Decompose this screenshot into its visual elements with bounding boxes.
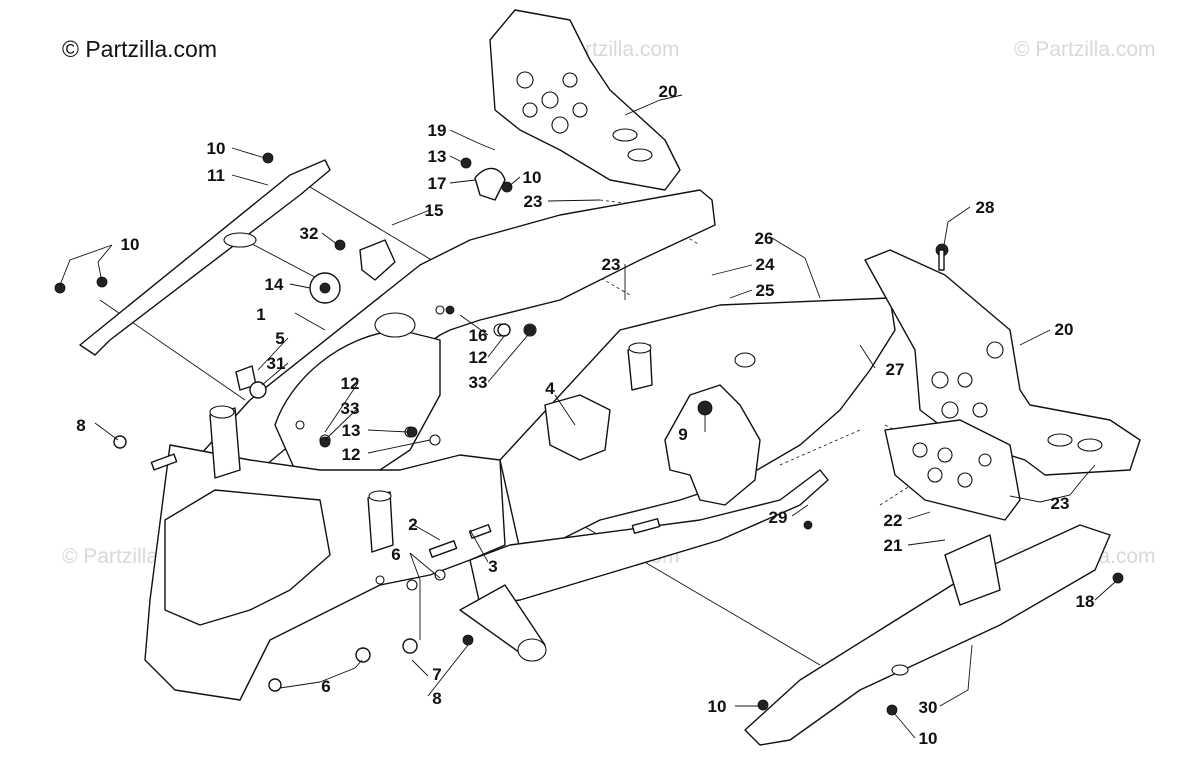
callout-8a: 8 [76,416,85,435]
callout-3: 3 [488,557,497,576]
callout-28: 28 [976,198,995,217]
callout-26: 26 [755,229,774,248]
leader-lines [59,94,1116,739]
watermark: © Partzilla.com [1014,38,1156,61]
callout-33a: 33 [341,399,360,418]
callout-5: 5 [275,329,284,348]
callout-8b: 8 [432,689,441,708]
callout-17: 17 [428,174,447,193]
callouts: 1 2 3 4 5 6 6 7 8 8 9 10 10 10 10 10 11 … [76,82,1094,748]
callout-7: 7 [432,665,441,684]
callout-30: 30 [919,698,938,717]
callout-10c: 10 [523,168,542,187]
callout-20a: 20 [659,82,678,101]
footrest-right [864,249,1141,476]
callout-1: 1 [256,305,265,324]
cable-plate [544,394,611,461]
callout-18: 18 [1076,592,1095,611]
callout-29: 29 [769,508,788,527]
callout-4: 4 [545,379,555,398]
callout-23c: 23 [1051,494,1070,513]
callout-27: 27 [886,360,905,379]
callout-19: 19 [428,121,447,140]
callout-25: 25 [756,281,775,300]
callout-12b: 12 [342,445,361,464]
callout-23b: 23 [602,255,621,274]
running-board [744,524,1111,746]
callout-16: 16 [469,326,488,345]
callout-21: 21 [884,536,903,555]
main-frame [144,189,896,701]
copyright-label: © Partzilla.com [62,36,217,62]
callout-10e: 10 [919,729,938,748]
callout-15: 15 [425,201,444,220]
callout-12a: 12 [341,374,360,393]
footrest-upper [489,9,681,191]
top-brace [79,159,331,356]
callout-14: 14 [265,275,284,294]
callout-24: 24 [756,255,775,274]
callout-22: 22 [884,511,903,530]
callout-6a: 6 [391,545,400,564]
callout-10a: 10 [207,139,226,158]
callout-9: 9 [678,425,687,444]
callout-6b: 6 [321,677,330,696]
callout-10b: 10 [121,235,140,254]
callout-12c: 12 [469,348,488,367]
callout-33b: 33 [469,373,488,392]
callout-10d: 10 [708,697,727,716]
callout-20b: 20 [1055,320,1074,339]
callout-31: 31 [267,354,286,373]
callout-2: 2 [408,515,417,534]
callout-32: 32 [300,224,319,243]
callout-13b: 13 [342,421,361,440]
heel-plate [884,419,1021,521]
callout-23a: 23 [524,192,543,211]
callout-11: 11 [207,166,225,185]
small-hardware [54,152,1124,716]
callout-13a: 13 [428,147,447,166]
